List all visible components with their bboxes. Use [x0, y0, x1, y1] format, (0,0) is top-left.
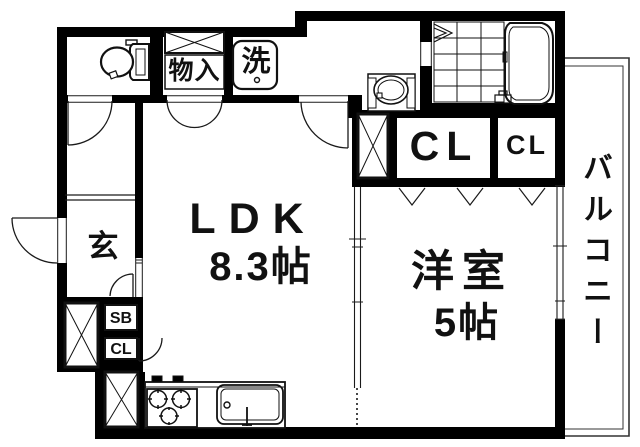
room-size-western-room: 5帖 [433, 301, 501, 345]
genkan-shaft [63, 301, 100, 369]
bathtub-icon [502, 22, 554, 105]
label-shoebox: SB [109, 310, 133, 327]
label-closet-main: CL [409, 123, 479, 169]
label-entrance: 玄 [87, 229, 119, 264]
walls [57, 11, 565, 439]
label-closet-hall: CL [110, 341, 132, 358]
toilet-icon [99, 39, 150, 81]
stove-knob [151, 375, 163, 383]
room-label-western-room: 洋室 [411, 248, 513, 296]
sliding-door-partition [349, 187, 366, 427]
bath-folding-door-icon [433, 23, 454, 43]
balcony-window [553, 185, 567, 320]
hall-closet-box [104, 337, 138, 360]
doors [11, 99, 349, 362]
laundry-pan-icon [231, 39, 279, 91]
bath-faucet-icon [494, 90, 512, 104]
cabinet-boxes [104, 54, 225, 360]
genkan-step-lines [65, 194, 135, 201]
corridor-shaft [356, 112, 390, 180]
closet-bifold-marks [398, 187, 546, 206]
front-door-arc [11, 217, 58, 264]
label-balcony: バルコニー [578, 151, 611, 357]
room-label-ldk: LDK [189, 195, 317, 243]
label-laundry: 洗 [241, 46, 271, 78]
label-closet-sub: CL [506, 130, 548, 160]
storage-top-shaft [164, 31, 225, 54]
label-storage: 物入 [168, 57, 221, 85]
shoebox-box [104, 304, 138, 331]
kitchen-sink-icon [216, 384, 284, 426]
genkan-ldk-door-arc [109, 273, 134, 297]
balcony-outline [565, 57, 630, 437]
room-size-ldk: 8.3帖 [209, 245, 313, 289]
kitchen [144, 375, 286, 429]
kitchen-shaft [103, 370, 140, 429]
hall-closet-door-arc [138, 337, 163, 362]
washbasin-icon [367, 73, 416, 112]
stove-knob [172, 375, 184, 383]
storage-box [164, 54, 225, 90]
bathroom [433, 21, 554, 105]
door-opening-edges [57, 42, 432, 297]
storage-double-door-arcs [166, 99, 223, 129]
ldk-door-arc [300, 101, 349, 149]
pipe-shafts [63, 31, 390, 429]
toilet-door-arc [67, 100, 113, 146]
stove-icon [146, 388, 198, 428]
